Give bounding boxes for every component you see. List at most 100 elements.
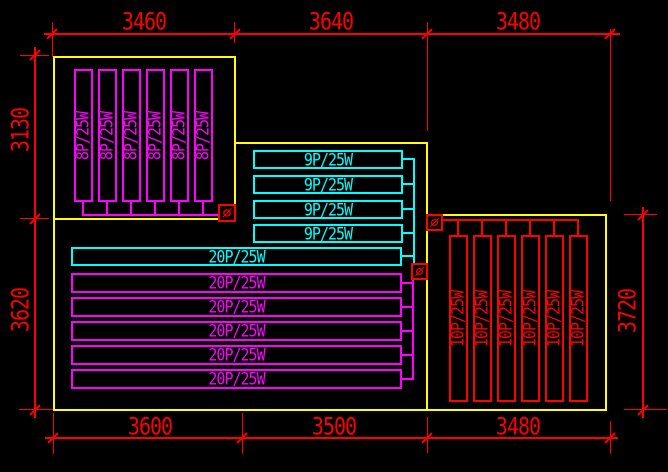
dimension-label: 3480 bbox=[495, 6, 541, 36]
fixture-bar: 10P/25W bbox=[521, 235, 540, 402]
dimension-label: 3480 bbox=[495, 411, 541, 441]
fixture-bar: 9P/25W bbox=[253, 200, 403, 219]
fixture-label: 8P/25W bbox=[169, 111, 190, 160]
circuit-wire bbox=[130, 200, 132, 215]
circuit-wire bbox=[402, 282, 413, 284]
circuit-wire bbox=[441, 219, 579, 221]
extension-line bbox=[624, 409, 667, 410]
fixture-bar: 8P/25W bbox=[170, 69, 189, 202]
dimension-label: 3460 bbox=[121, 6, 167, 36]
circuit-wire bbox=[413, 158, 415, 263]
circuit-wire bbox=[553, 220, 555, 235]
fixture-label: 20P/25W bbox=[208, 246, 265, 267]
dimension-label: 3620 bbox=[5, 287, 35, 333]
fixture-bar: 10P/25W bbox=[449, 235, 468, 402]
fixture-label: 10P/25W bbox=[448, 290, 469, 347]
fixture-label: 8P/25W bbox=[193, 111, 214, 160]
fixture-bar: 9P/25W bbox=[253, 175, 403, 194]
fixture-bar: 10P/25W bbox=[569, 235, 588, 402]
circuit-wire bbox=[402, 208, 415, 210]
circuit-wire bbox=[154, 200, 156, 215]
circuit-wire bbox=[402, 306, 413, 308]
dimension-label: 3130 bbox=[5, 107, 35, 153]
fixture-bar: 20P/25W bbox=[71, 247, 402, 266]
circuit-wire bbox=[402, 378, 413, 380]
fixture-bar: 20P/25W bbox=[71, 321, 402, 341]
fixture-label: 9P/25W bbox=[303, 174, 353, 195]
circuit-wire bbox=[481, 220, 483, 235]
fixture-bar: 20P/25W bbox=[71, 273, 402, 293]
circuit-wire bbox=[402, 354, 413, 356]
fixture-label: 20P/25W bbox=[208, 369, 265, 389]
circuit-wire bbox=[577, 220, 579, 235]
fixture-bar: 9P/25W bbox=[253, 150, 403, 169]
wall bbox=[53, 218, 220, 220]
extension-line bbox=[52, 22, 53, 57]
fixture-label: 20P/25W bbox=[208, 321, 265, 341]
fixture-bar: 8P/25W bbox=[122, 69, 141, 202]
wall bbox=[53, 56, 55, 411]
wall bbox=[234, 142, 428, 144]
fixture-label: 10P/25W bbox=[520, 290, 541, 347]
phi-device-icon bbox=[218, 204, 236, 222]
fixture-label: 20P/25W bbox=[208, 273, 265, 293]
fixture-label: 10P/25W bbox=[568, 290, 589, 347]
fixture-label: 9P/25W bbox=[303, 149, 353, 170]
wall bbox=[53, 409, 607, 411]
fixture-bar: 9P/25W bbox=[253, 224, 403, 243]
wall bbox=[234, 56, 236, 221]
fixture-bar: 8P/25W bbox=[146, 69, 165, 202]
fixture-bar: 8P/25W bbox=[194, 69, 213, 202]
dimension-line bbox=[44, 33, 620, 35]
fixture-bar: 8P/25W bbox=[74, 69, 93, 202]
extension-line bbox=[427, 22, 428, 131]
wall bbox=[426, 214, 607, 216]
extension-line bbox=[53, 413, 54, 454]
dimension-label: 3720 bbox=[612, 288, 642, 334]
fixture-label: 20P/25W bbox=[208, 297, 265, 317]
circuit-wire bbox=[529, 220, 531, 235]
fixture-label: 10P/25W bbox=[472, 290, 493, 347]
circuit-wire bbox=[402, 330, 413, 332]
dimension-line bbox=[45, 437, 618, 439]
circuit-wire bbox=[82, 214, 220, 216]
extension-line bbox=[242, 413, 243, 454]
fixture-bar: 10P/25W bbox=[497, 235, 516, 402]
circuit-wire bbox=[402, 255, 414, 257]
fixture-bar: 8P/25W bbox=[98, 69, 117, 202]
circuit-wire bbox=[106, 200, 108, 215]
circuit-wire bbox=[505, 220, 507, 235]
extension-line bbox=[610, 29, 611, 201]
fixture-label: 9P/25W bbox=[303, 223, 353, 244]
dimension-label: 3500 bbox=[311, 411, 357, 441]
fixture-bar: 20P/25W bbox=[71, 369, 402, 389]
wall bbox=[53, 56, 236, 58]
circuit-wire bbox=[178, 200, 180, 215]
circuit-wire bbox=[402, 232, 415, 234]
fixture-bar: 10P/25W bbox=[473, 235, 492, 402]
fixture-label: 8P/25W bbox=[145, 111, 166, 160]
circuit-wire bbox=[402, 183, 415, 185]
phi-device-icon bbox=[426, 214, 443, 231]
circuit-wire bbox=[412, 280, 414, 380]
circuit-wire bbox=[202, 200, 204, 215]
fixture-label: 8P/25W bbox=[73, 111, 94, 160]
fixture-label: 8P/25W bbox=[97, 111, 118, 160]
dimension-label: 3600 bbox=[127, 411, 173, 441]
circuit-wire bbox=[82, 200, 84, 215]
phi-device-icon bbox=[411, 263, 428, 280]
circuit-wire bbox=[402, 158, 415, 160]
fixture-label: 9P/25W bbox=[303, 199, 353, 220]
fixture-bar: 20P/25W bbox=[71, 345, 402, 365]
fixture-label: 10P/25W bbox=[496, 290, 517, 347]
wall bbox=[605, 214, 607, 411]
dimension-line bbox=[34, 47, 36, 418]
fixture-bar: 20P/25W bbox=[71, 297, 402, 317]
fixture-label: 10P/25W bbox=[544, 290, 565, 347]
fixture-bar: 10P/25W bbox=[545, 235, 564, 402]
fixture-label: 8P/25W bbox=[121, 111, 142, 160]
fixture-label: 20P/25W bbox=[208, 345, 265, 365]
dimension-line bbox=[642, 207, 644, 418]
circuit-wire bbox=[457, 220, 459, 235]
